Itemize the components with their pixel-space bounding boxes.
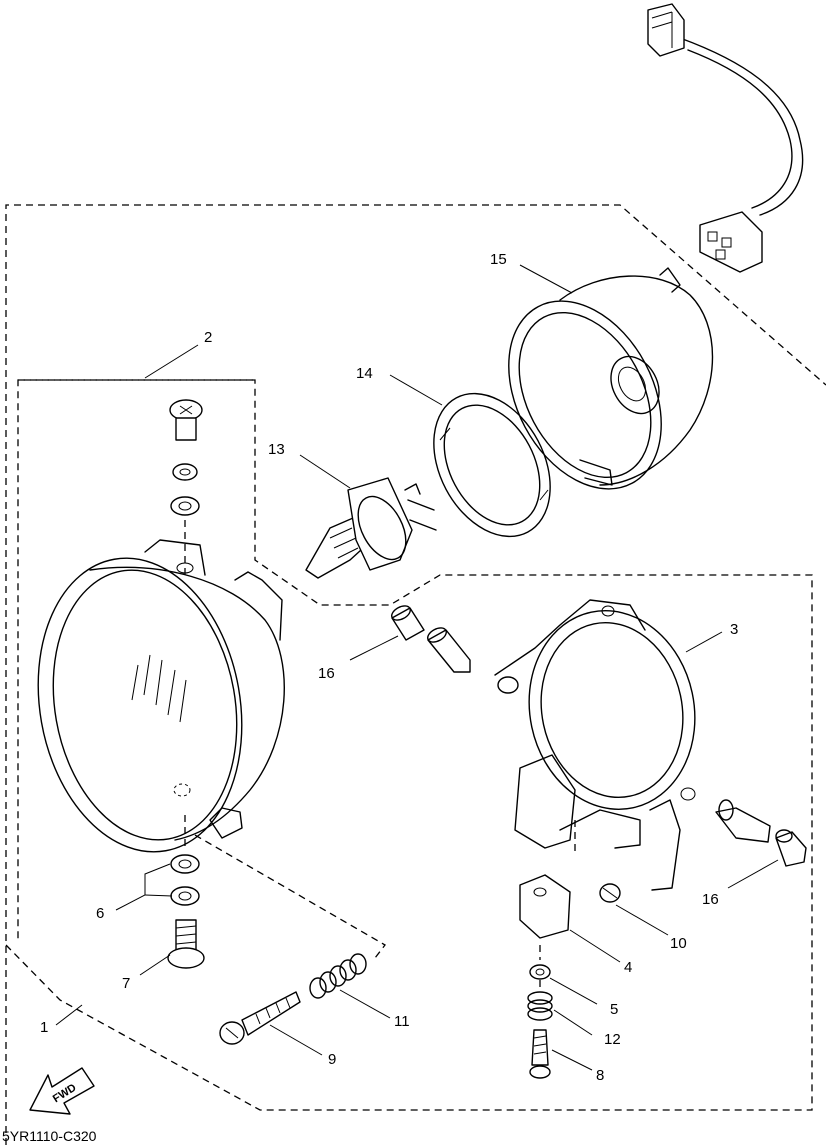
part-4-nut [519, 874, 571, 939]
part-12-spring [527, 991, 553, 1021]
callout-1: 1 [40, 1019, 48, 1036]
callout-5: 5 [610, 1001, 618, 1018]
callouts: 1 2 3 4 5 6 7 8 9 10 11 12 13 14 15 16 1… [40, 251, 738, 1084]
part-7-bolt [167, 919, 205, 969]
alignment-lines [184, 520, 576, 990]
part-15-housing [508, 267, 714, 490]
part-10-clip [599, 883, 621, 903]
callout-14: 14 [356, 365, 373, 382]
leader-lines [55, 264, 779, 1071]
wire-harness [647, 3, 804, 273]
assembly-boundary-1 [5, 204, 826, 1145]
part-16-right [715, 799, 807, 867]
part-9-adjust-screw [219, 991, 301, 1045]
callout-13: 13 [268, 441, 285, 458]
callout-9: 9 [328, 1051, 336, 1068]
part-16-left [391, 605, 471, 673]
callout-2: 2 [204, 329, 212, 346]
washer-top [170, 463, 200, 516]
callout-8: 8 [596, 1067, 604, 1084]
headlight-unit [37, 539, 285, 853]
part-11-spring [309, 953, 367, 999]
screw-top [169, 399, 203, 441]
callout-10: 10 [670, 935, 687, 952]
callout-12: 12 [604, 1031, 621, 1048]
part-3-bracket [494, 599, 696, 891]
drawing-code: 5YR1110-C320 [2, 1128, 97, 1144]
fwd-arrow: FWD [29, 1067, 95, 1115]
callout-11: 11 [394, 1013, 410, 1030]
callout-7: 7 [122, 975, 130, 992]
part-8-screw [529, 1029, 551, 1079]
part-5-washer [529, 964, 551, 980]
part-6-washers [170, 854, 200, 906]
callout-4: 4 [624, 959, 632, 976]
callout-15: 15 [490, 251, 507, 268]
part-13-bulb [305, 477, 437, 579]
callout-6: 6 [96, 905, 104, 922]
callout-16-left: 16 [318, 665, 335, 682]
callout-16-right: 16 [702, 891, 719, 908]
part-14-ring [433, 392, 551, 538]
callout-3: 3 [730, 621, 738, 638]
